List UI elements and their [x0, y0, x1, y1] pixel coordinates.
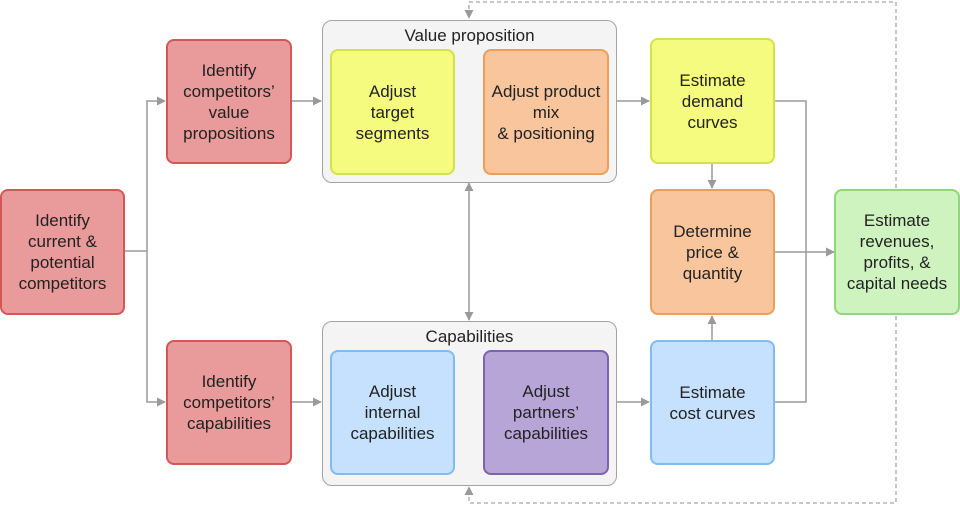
adjust-target-box: Adjust target segments [330, 49, 455, 175]
estimate-revenues-box: Estimate revenues, profits, & capital ne… [834, 189, 960, 315]
connector-to-capabilities [146, 251, 166, 407]
competitors-capabilities-label: Identify competitors’ capabilities [183, 372, 275, 433]
adjust-partners-box: Adjust partners’ capabilities [483, 350, 609, 475]
estimate-revenues-label: Estimate revenues, profits, & capital ne… [846, 211, 948, 293]
adjust-partners-label: Adjust partners’ capabilities [503, 382, 589, 443]
estimate-cost-label: Estimate cost curves [669, 382, 756, 423]
competitors-capabilities-box: Identify competitors’ capabilities [166, 340, 292, 465]
determine-price-box: Determine price & quantity [650, 189, 775, 315]
connector-to-value-props [146, 96, 166, 251]
value-proposition-title: Value proposition [404, 26, 535, 45]
identify-competitors-label: Identify current & potential competitors [18, 211, 107, 293]
capabilities-title: Capabilities [425, 327, 514, 346]
competitors-value-label: Identify competitors’ value propositions [183, 60, 275, 143]
estimate-demand-box: Estimate demand curves [650, 38, 775, 164]
determine-price-label: Determine price & quantity [673, 221, 752, 283]
adjust-internal-box: Adjust internal capabilities [330, 350, 455, 475]
estimate-cost-box: Estimate cost curves [650, 340, 775, 465]
adjust-product-box: Adjust product mix & positioning [483, 49, 609, 175]
identify-competitors-box: Identify current & potential competitors [0, 189, 125, 315]
competitors-value-box: Identify competitors’ value propositions [166, 39, 292, 164]
adjust-internal-label: Adjust internal capabilities [350, 382, 435, 443]
adjust-target-label: Adjust target segments [355, 81, 430, 143]
feedback-loop-top [464, 1, 897, 188]
adjust-product-label: Adjust product mix & positioning [491, 81, 601, 143]
estimate-demand-label: Estimate demand curves [679, 70, 746, 132]
feedback-loop-bottom [464, 316, 897, 504]
